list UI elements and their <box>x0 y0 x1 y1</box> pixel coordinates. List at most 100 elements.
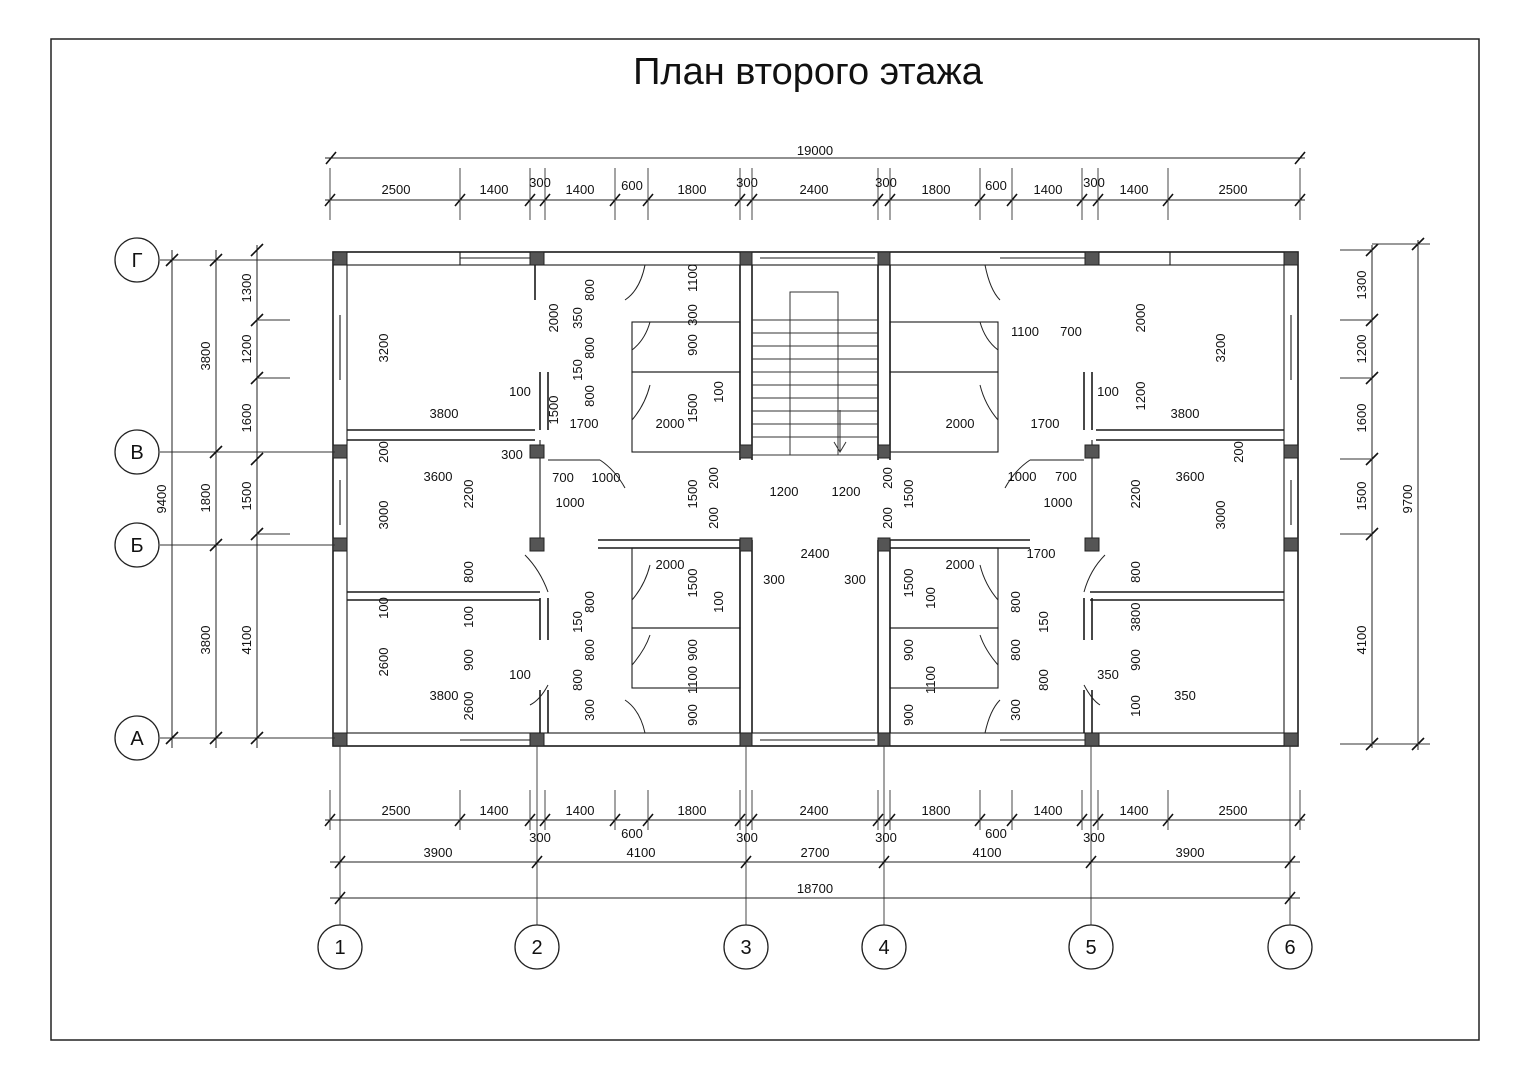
interior-dimension-label: 3000 <box>376 501 391 530</box>
interior-dimension-label: 200 <box>376 441 391 463</box>
dim-bottom-8: 2500 <box>1219 803 1248 818</box>
bottom-dimension-chain: 2500 1400 1400 1800 2400 1800 1400 1400 … <box>324 790 1306 845</box>
interior-dimension-label: 3200 <box>1213 334 1228 363</box>
axis-label-b: Б <box>130 535 143 557</box>
plan-title: План второго этажа <box>633 51 984 93</box>
dim-top-14: 2500 <box>1219 182 1248 197</box>
interior-dimension-label: 900 <box>461 649 476 671</box>
interior-dimension-label: 900 <box>685 704 700 726</box>
interior-dimension-label: 800 <box>1128 561 1143 583</box>
dim-left-axes-0: 3800 <box>198 342 213 371</box>
dim-bottom-5: 1800 <box>922 803 951 818</box>
interior-dimension-label: 3600 <box>424 469 453 484</box>
interior-dimension-label: 900 <box>901 639 916 661</box>
dim-bottom-small-0: 300 <box>529 830 551 845</box>
interior-dimension-label: 100 <box>509 667 531 682</box>
axis-bubble-1 <box>317 924 363 970</box>
interior-dimension-label: 2000 <box>1133 304 1148 333</box>
interior-dimension-label: 800 <box>1036 669 1051 691</box>
interior-dimension-label: 1100 <box>685 264 700 292</box>
interior-dimension-label: 3800 <box>430 688 459 703</box>
interior-dimension-label: 100 <box>509 384 531 399</box>
interior-dimension-label: 2000 <box>546 304 561 333</box>
dim-bottom-small-3: 300 <box>875 830 897 845</box>
interior-dimension-label: 1100 <box>1011 324 1039 339</box>
dim-left-axes-2: 3800 <box>198 626 213 655</box>
axis-label-v: В <box>130 442 143 464</box>
sheet-frame <box>50 38 1480 1041</box>
axis-label-5: 5 <box>1085 937 1096 959</box>
dim-axes-1: 4100 <box>627 845 656 860</box>
interior-dimension-label: 100 <box>711 381 726 403</box>
interior-dimension-label: 700 <box>1060 324 1082 339</box>
dim-right-open-4: 4100 <box>1354 626 1369 655</box>
axis-label-4: 4 <box>878 937 889 959</box>
interior-dimension-label: 800 <box>582 591 597 613</box>
axis-label-a: А <box>130 728 144 750</box>
interior-dimension-label: 200 <box>706 467 721 489</box>
top-dimension-chain: 2500 1400 300 1400 600 1800 300 2400 300… <box>324 168 1306 220</box>
dim-bottom-2: 1400 <box>566 803 595 818</box>
axis-bubble-6 <box>1267 924 1313 970</box>
interior-dimension-label: 200 <box>1231 441 1246 463</box>
dim-top-6: 300 <box>736 175 758 190</box>
dim-bottom-7: 1400 <box>1120 803 1149 818</box>
dim-bottom-0: 2500 <box>382 803 411 818</box>
dim-top-10: 600 <box>985 178 1007 193</box>
dim-top-11: 1400 <box>1034 182 1063 197</box>
interior-dimension-label: 2000 <box>946 557 975 572</box>
axis-lines <box>160 259 1291 925</box>
interior-dimension-label: 1700 <box>570 416 599 431</box>
interior-dimension-label: 1500 <box>901 569 916 598</box>
interior-dimension-label: 1100 <box>685 666 700 694</box>
interior-dimension-label: 1500 <box>546 396 561 425</box>
interior-dimension-label: 100 <box>461 606 476 628</box>
dim-left-open-4: 4100 <box>239 626 254 655</box>
interior-dimension-label: 800 <box>1008 639 1023 661</box>
axis-label-6: 6 <box>1284 937 1295 959</box>
axis-bubble-4 <box>861 924 907 970</box>
interior-dimension-label: 800 <box>582 279 597 301</box>
interior-dimension-label: 3000 <box>1213 501 1228 530</box>
dim-right-open-3: 1500 <box>1354 482 1369 511</box>
dim-right-open-0: 1300 <box>1354 271 1369 300</box>
interior-dimension-label: 100 <box>1097 384 1119 399</box>
dim-top-0: 2500 <box>382 182 411 197</box>
bottom-total-dimension: 18700 <box>330 881 1300 905</box>
interior-dimension-label: 200 <box>880 507 895 529</box>
interior-dimension-label: 2600 <box>461 692 476 721</box>
interior-dimension-label: 300 <box>1008 699 1023 721</box>
dim-axes-0: 3900 <box>424 845 453 860</box>
dim-right-open-1: 1200 <box>1354 335 1369 364</box>
dim-right-total: 9700 <box>1400 485 1415 514</box>
interior-dimension-label: 150 <box>570 611 585 633</box>
interior-dimension-label: 100 <box>923 587 938 609</box>
dim-top-2: 300 <box>529 175 551 190</box>
interior-dimension-label: 100 <box>1128 695 1143 717</box>
interior-dimension-label: 800 <box>582 639 597 661</box>
interior-dimension-label: 300 <box>582 699 597 721</box>
dim-bottom-small-4: 600 <box>985 826 1007 841</box>
interior-dimension-label: 900 <box>901 704 916 726</box>
dim-left-open-1: 1200 <box>239 335 254 364</box>
interior-dimension-label: 3800 <box>1128 603 1143 632</box>
interior-dimension-label: 1000 <box>556 495 585 510</box>
interior-dimension-label: 900 <box>1128 649 1143 671</box>
interior-dimension-label: 700 <box>1055 469 1077 484</box>
interior-dimension-label: 300 <box>763 572 785 587</box>
interior-dimension-label: 700 <box>552 470 574 485</box>
dim-top-9: 1800 <box>922 182 951 197</box>
interior-dimension-label: 1200 <box>832 484 861 499</box>
interior-dimension-label: 150 <box>570 359 585 381</box>
interior-dimension-label: 2000 <box>656 416 685 431</box>
dim-top-1: 1400 <box>480 182 509 197</box>
dim-bottom-small-1: 600 <box>621 826 643 841</box>
dim-bottom-small-2: 300 <box>736 830 758 845</box>
dim-left-open-3: 1500 <box>239 482 254 511</box>
dim-top-13: 1400 <box>1120 182 1149 197</box>
axis-bubble-3 <box>723 924 769 970</box>
interior-dimension-label: 200 <box>706 507 721 529</box>
interior-dimension-label: 900 <box>685 639 700 661</box>
